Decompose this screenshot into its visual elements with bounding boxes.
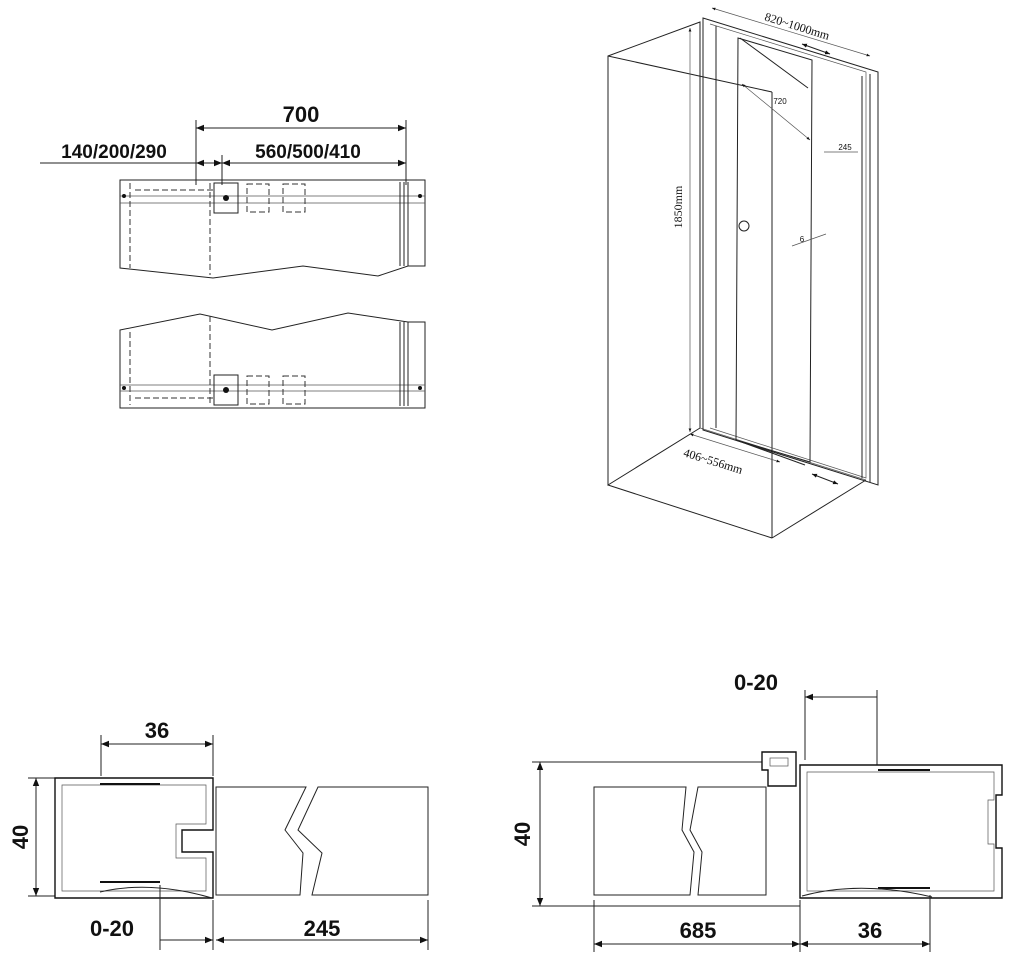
dim-245-label: 245 xyxy=(304,916,341,941)
lower-panel-outline xyxy=(119,312,426,409)
dim-fixed-label: 245 xyxy=(838,143,852,152)
screw xyxy=(122,386,126,390)
door-knob xyxy=(738,220,750,232)
hinge-position xyxy=(246,183,270,213)
hinge-pin xyxy=(223,387,229,393)
hinge-position xyxy=(282,375,306,405)
door-swing-top xyxy=(739,37,809,89)
dim-36-label: 36 xyxy=(145,718,169,743)
seal-curve xyxy=(801,887,933,898)
slide-arrow xyxy=(801,43,831,55)
dim-0-20-label: 0-20 xyxy=(90,916,134,941)
dim-685-label: 685 xyxy=(680,918,717,943)
hinge-position xyxy=(282,183,306,213)
dim-width-line xyxy=(711,7,871,57)
dim-height-label: 1850mm xyxy=(671,185,685,228)
hinge-pin xyxy=(223,195,229,201)
magnetic-clip xyxy=(761,751,797,787)
wall-profile-inner xyxy=(61,784,207,892)
dim-36-label: 36 xyxy=(858,918,882,943)
glass-right-part xyxy=(689,786,767,896)
dim-0-20-label: 0-20 xyxy=(734,670,778,695)
hinge-position xyxy=(246,375,270,405)
wall-profile-inner xyxy=(806,771,995,892)
upper-panel-outline xyxy=(119,179,426,279)
profile-left: 36 40 0-20 245 xyxy=(8,718,429,950)
isometric-view: 820~1000mm 720 245 6 1850mm 406~556mm xyxy=(607,7,879,539)
side-wall xyxy=(607,21,701,486)
door-frame xyxy=(702,17,879,486)
dim-left-label: 140/200/290 xyxy=(61,142,167,163)
dim-door-line xyxy=(741,83,811,141)
dim-40-label: 40 xyxy=(510,822,535,846)
dim-swing-line xyxy=(689,433,781,463)
glass-right-part xyxy=(297,786,429,896)
screw xyxy=(418,386,422,390)
dim-glass-line xyxy=(791,233,827,247)
top-view: 700 140/200/290 560/500/410 xyxy=(40,102,426,409)
hinge-bracket xyxy=(213,374,239,406)
door-swing-bottom xyxy=(735,439,806,466)
slide-arrow xyxy=(811,473,839,485)
dim-width-label: 820~1000mm xyxy=(763,10,832,43)
seal-curve xyxy=(99,886,213,899)
profile-right: 0-20 40 685 36 xyxy=(510,670,1003,952)
dim-glass-label: 6 xyxy=(800,235,805,244)
clip-inner xyxy=(769,757,789,767)
wall-edge xyxy=(607,484,773,539)
dim-700-label: 700 xyxy=(283,102,320,127)
door-frame-inner xyxy=(709,23,867,479)
dim-door-label: 720 xyxy=(773,97,787,106)
hinge-bracket xyxy=(213,182,239,214)
dim-40-label: 40 xyxy=(8,825,33,849)
glass-left-part xyxy=(593,786,695,896)
floor-edge xyxy=(771,479,867,539)
dim-swing-label: 406~556mm xyxy=(682,446,745,477)
glass-left-part xyxy=(215,786,307,896)
dim-right-label: 560/500/410 xyxy=(255,142,361,163)
wall-profile xyxy=(54,777,214,899)
screw xyxy=(122,194,126,198)
wall-profile xyxy=(799,764,1003,899)
screw xyxy=(418,194,422,198)
